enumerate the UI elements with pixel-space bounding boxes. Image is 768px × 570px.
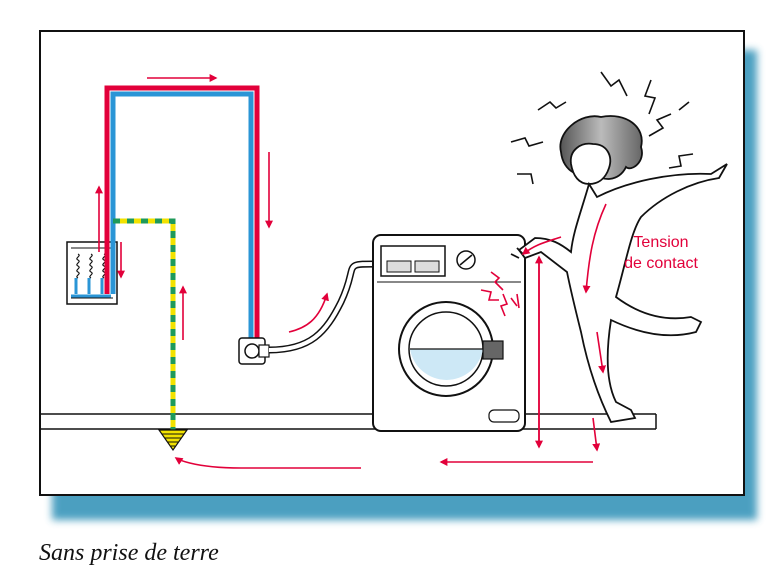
diagram-caption: Sans prise de terre — [39, 540, 219, 566]
person — [510, 115, 728, 423]
diagram-canvas: Tension de contact — [41, 71, 728, 469]
floor — [41, 413, 657, 430]
current-arrows — [95, 74, 607, 469]
contact-voltage-label-line2: de contact — [624, 255, 698, 272]
wiring — [104, 85, 260, 430]
shock-lines — [510, 71, 694, 185]
contact-voltage-label-line1: Tension — [633, 234, 688, 251]
diagram-frame: Tension de contact — [39, 30, 745, 496]
earth-electrode — [157, 429, 189, 452]
contact-sparks — [480, 271, 520, 317]
power-cable — [268, 260, 377, 354]
wall-socket — [238, 337, 270, 365]
washing-machine — [372, 234, 526, 432]
